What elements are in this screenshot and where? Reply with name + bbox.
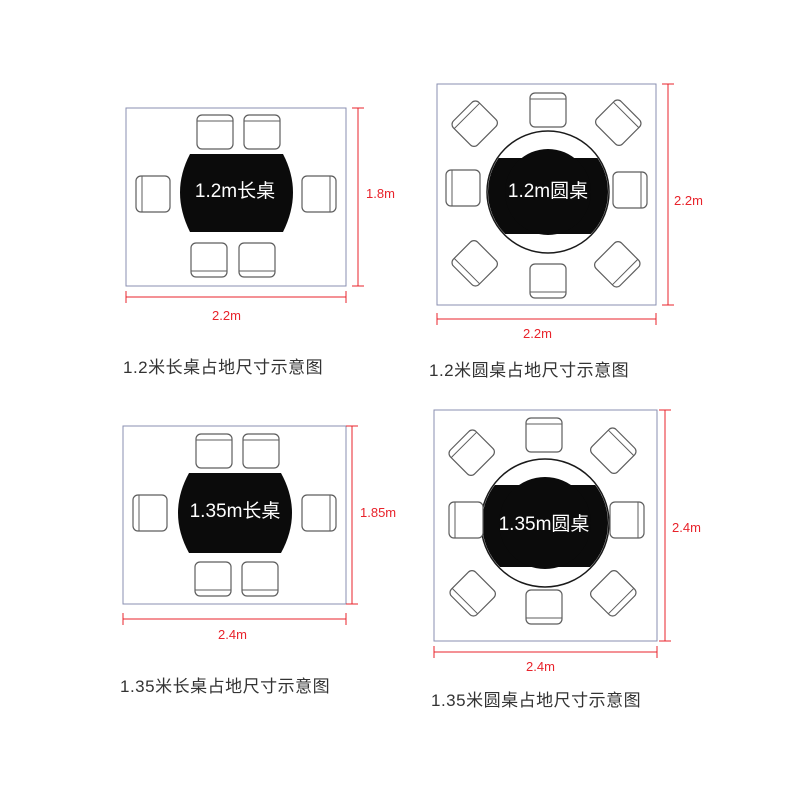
height-dimension-line xyxy=(346,425,358,605)
floor-area-frame xyxy=(125,107,347,287)
height-label: 2.2m xyxy=(674,193,703,208)
chair-icon xyxy=(612,171,648,209)
chair-icon xyxy=(525,417,563,453)
table-label: 1.35m圆桌 xyxy=(498,514,590,535)
caption: 1.35米圆桌占地尺寸示意图 xyxy=(431,691,642,710)
chair-icon xyxy=(135,175,171,213)
chair-icon xyxy=(448,501,484,539)
table-label: 1.35m长桌 xyxy=(189,501,281,522)
rectangular-table-icon xyxy=(178,473,292,553)
caption: 1.2米圆桌占地尺寸示意图 xyxy=(429,361,630,380)
height-dimension-line xyxy=(352,107,364,287)
round-table-icon xyxy=(486,130,610,254)
width-dimension-line xyxy=(436,313,657,325)
floor-area-frame xyxy=(433,409,658,642)
panel-round-table-1-2: 1.2m圆桌 2.2m 2.2m 1.2米圆桌占地尺寸示意图 xyxy=(429,83,703,380)
height-label: 1.8m xyxy=(366,186,395,201)
chair-icon xyxy=(609,501,645,539)
chair-icon xyxy=(301,175,337,213)
layout-drawing xyxy=(436,83,674,325)
chair-icon xyxy=(445,169,481,207)
height-label: 1.85m xyxy=(360,505,397,520)
width-label: 2.4m xyxy=(526,659,555,674)
chair-icon xyxy=(595,99,642,146)
rectangular-table-icon xyxy=(180,154,293,232)
width-label: 2.2m xyxy=(212,308,241,323)
chair-icon xyxy=(525,589,563,625)
table-label: 1.2m圆桌 xyxy=(507,181,589,202)
chair-icon xyxy=(448,429,495,476)
floor-area-frame xyxy=(436,83,657,306)
chair-icon xyxy=(194,561,232,597)
chair-icon xyxy=(449,570,496,617)
chair-icon xyxy=(590,427,637,474)
chair-icon xyxy=(451,240,498,287)
chair-icon xyxy=(451,100,498,147)
height-label: 2.4m xyxy=(672,520,701,535)
panel-rect-table-1-2: 1.2m长桌 1.8m 2.2m 1.2米长桌占地尺寸示意图 xyxy=(0,0,400,400)
chair-icon xyxy=(594,241,641,288)
chair-icon xyxy=(195,433,233,469)
chair-icon xyxy=(190,242,228,278)
chair-icon xyxy=(241,561,279,597)
width-dimension-line xyxy=(125,291,347,303)
chair-icon xyxy=(529,92,567,128)
width-dimension-line xyxy=(122,613,347,625)
chair-icon xyxy=(301,494,337,532)
layout-drawing xyxy=(125,107,364,303)
layout-drawing xyxy=(122,425,358,625)
width-label: 2.4m xyxy=(218,627,247,642)
width-label: 2.2m xyxy=(523,326,552,341)
floor-area-frame xyxy=(122,425,347,605)
chair-icon xyxy=(132,494,168,532)
height-dimension-line xyxy=(659,409,671,642)
chair-icon xyxy=(238,242,276,278)
panel-rect-table-1-35: 1.35m长桌 1.85m 2.4m 1.35米长桌占地尺寸示意图 xyxy=(120,425,397,696)
table-label: 1.2m长桌 xyxy=(194,181,276,202)
caption: 1.2米长桌占地尺寸示意图 xyxy=(123,358,324,377)
width-dimension-line xyxy=(433,646,658,658)
chair-icon xyxy=(196,114,234,150)
chair-icon xyxy=(590,570,637,617)
chair-icon xyxy=(242,433,280,469)
height-dimension-line xyxy=(662,83,674,306)
chair-icon xyxy=(529,263,567,299)
caption: 1.35米长桌占地尺寸示意图 xyxy=(120,677,331,696)
chair-icon xyxy=(243,114,281,150)
